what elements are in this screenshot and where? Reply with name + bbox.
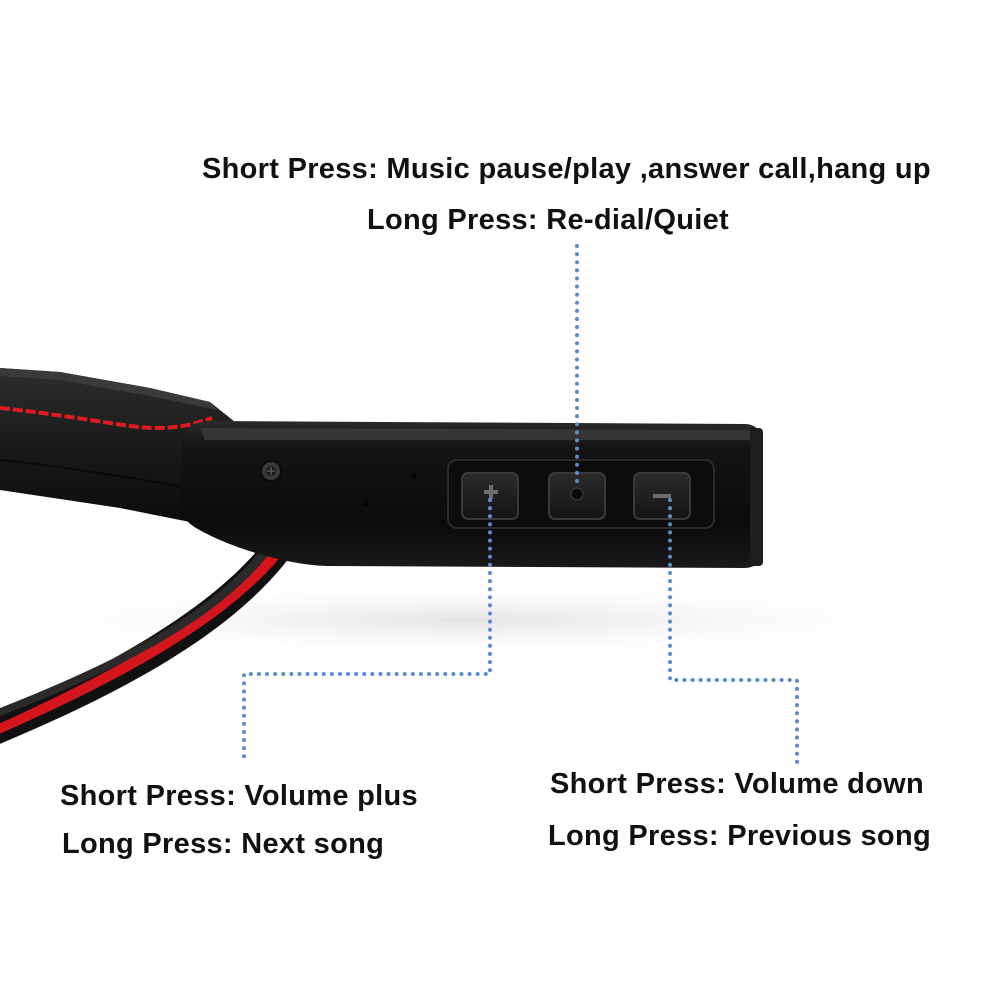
leather-top-edge (0, 368, 218, 410)
minus-button-long-press-label: Long Press: Previous song (548, 820, 931, 852)
screw-icon (260, 460, 282, 482)
plus-icon (484, 485, 498, 499)
cable-red-stripe (0, 528, 298, 734)
device-end-cap (750, 428, 763, 566)
center-button-short-press-label: Short Press: Music pause/play ,answer ca… (202, 153, 931, 185)
center-button[interactable] (548, 472, 606, 520)
minus-icon (653, 494, 671, 498)
minus-leader-line (668, 498, 799, 764)
red-stitching (0, 406, 213, 430)
dot-icon (570, 487, 584, 501)
cable-edge (0, 540, 276, 717)
plus-button-short-press-label: Short Press: Volume plus (60, 780, 418, 812)
center-button-long-press-label: Long Press: Re-dial/Quiet (367, 204, 729, 236)
mic-hole (363, 500, 369, 506)
minus-button-short-press-label: Short Press: Volume down (550, 768, 925, 800)
minus-button[interactable] (633, 472, 691, 520)
leather-seam (0, 459, 191, 489)
mic-hole-2 (411, 473, 417, 479)
plus-button-long-press-label: Long Press: Next song (62, 828, 385, 860)
leader-lines (242, 244, 799, 764)
plus-button[interactable] (461, 472, 519, 520)
leather-neckband (0, 368, 235, 522)
device-highlight (200, 428, 758, 440)
